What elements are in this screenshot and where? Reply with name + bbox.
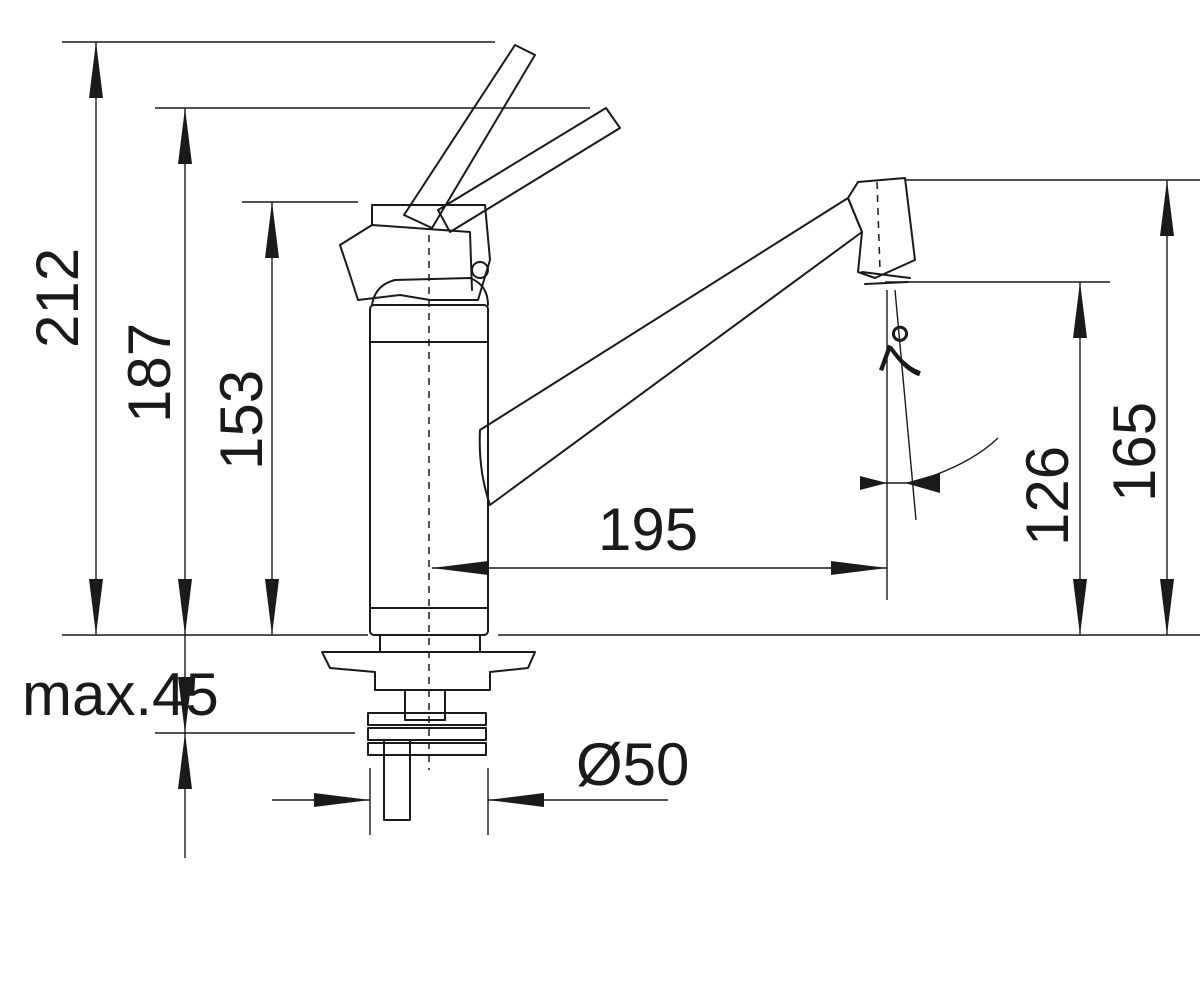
dimension-label-angle: 7° bbox=[867, 316, 947, 390]
mounting-kit bbox=[321, 634, 536, 821]
dimension-label-max45: max.45 bbox=[22, 661, 219, 728]
dimension-label-153: 153 bbox=[208, 370, 275, 470]
dimension-label-212: 212 bbox=[24, 248, 91, 348]
swivel-spout bbox=[478, 177, 916, 506]
dimension-label-187: 187 bbox=[116, 323, 183, 423]
lever-head bbox=[339, 204, 491, 301]
dimension-label-165: 165 bbox=[1101, 402, 1168, 502]
dimension-label-126: 126 bbox=[1014, 446, 1081, 546]
extension-lines bbox=[62, 41, 1200, 835]
arrowheads bbox=[89, 42, 1174, 807]
dimension-lines bbox=[95, 42, 1168, 858]
lever-handle-mid bbox=[437, 107, 621, 233]
dimension-label-195: 195 bbox=[598, 496, 698, 563]
lever-handle-up bbox=[403, 44, 536, 229]
dimension-label-diameter: Ø50 bbox=[576, 731, 689, 798]
